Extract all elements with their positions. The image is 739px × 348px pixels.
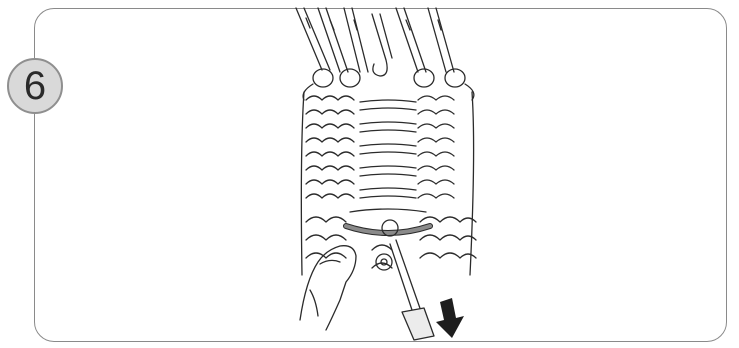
down-arrow-icon xyxy=(436,298,464,338)
latch-hook-icon xyxy=(376,240,434,340)
knitted-fabric xyxy=(301,92,476,275)
needles xyxy=(296,8,454,76)
top-stitches xyxy=(303,69,474,100)
hand-icon xyxy=(300,246,356,330)
